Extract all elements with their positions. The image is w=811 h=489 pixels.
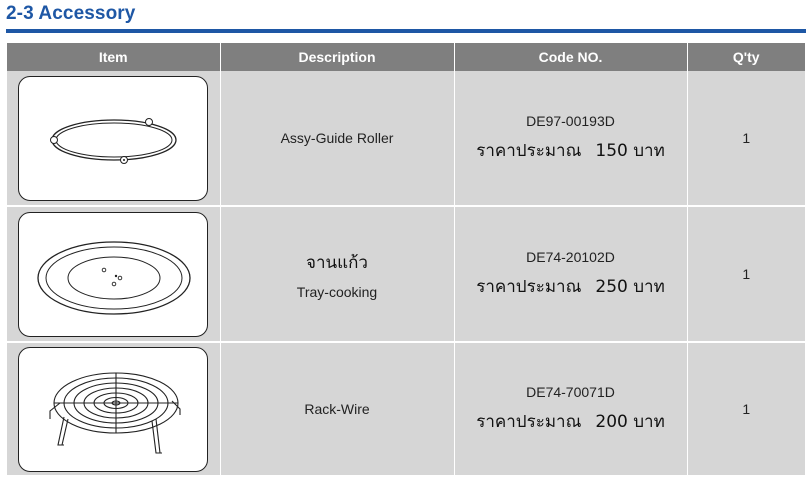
- price-text: ราคาประมาณ 250 บาท: [455, 273, 687, 300]
- table-row: จานแก้ว Tray-cooking DE74-20102D ราคาประ…: [7, 206, 805, 343]
- description-text: Assy-Guide Roller: [280, 130, 394, 146]
- description-text: Rack-Wire: [304, 401, 370, 417]
- header-qty: Q'ty: [687, 43, 805, 71]
- code-text: DE74-70071D: [526, 383, 615, 400]
- price-text: ราคาประมาณ 200 บาท: [455, 408, 687, 435]
- table-row: Assy-Guide Roller DE97-00193D ราคาประมาณ…: [7, 71, 805, 207]
- price-value: 200 บาท: [595, 411, 665, 432]
- header-item: Item: [7, 43, 221, 71]
- thai-item-name: จานแก้ว: [306, 252, 368, 273]
- price-value: 150 บาท: [595, 140, 665, 161]
- description-text: Tray-cooking: [296, 283, 378, 300]
- price-label: ราคาประมาณ: [476, 276, 582, 297]
- code-cell: DE74-20102D ราคาประมาณ 250 บาท: [454, 206, 688, 343]
- code-cell: DE97-00193D ราคาประมาณ 150 บาท: [454, 71, 688, 207]
- item-image-cell: [7, 206, 221, 343]
- description-cell: จานแก้ว Tray-cooking: [220, 206, 455, 343]
- code-text: DE97-00193D: [526, 112, 615, 129]
- description-cell: Rack-Wire: [220, 342, 455, 477]
- code-cell: DE74-70071D ราคาประมาณ 200 บาท: [454, 342, 688, 477]
- title-underline: [6, 29, 806, 33]
- item-image-cell: [7, 342, 221, 477]
- guide-roller-image: [18, 75, 209, 201]
- price-label: ราคาประมาณ: [476, 140, 582, 161]
- description-cell: Assy-Guide Roller: [220, 71, 455, 207]
- qty-cell: 1: [687, 342, 805, 477]
- accessory-table: Item Description Code NO. Q'ty: [7, 43, 805, 477]
- qty-cell: 1: [687, 206, 805, 343]
- table-header-row: Item Description Code NO. Q'ty: [7, 43, 805, 71]
- wire-rack-image: [18, 346, 209, 472]
- price-value: 250 บาท: [595, 276, 665, 297]
- price-text: ราคาประมาณ 150 บาท: [455, 137, 687, 164]
- item-image-cell: [7, 71, 221, 207]
- header-description: Description: [220, 43, 455, 71]
- price-label: ราคาประมาณ: [476, 411, 582, 432]
- code-text: DE74-20102D: [526, 248, 615, 265]
- qty-cell: 1: [687, 71, 805, 207]
- glass-tray-image: [18, 211, 209, 337]
- section-title: 2-3 Accessory: [6, 3, 136, 24]
- header-code: Code NO.: [454, 43, 688, 71]
